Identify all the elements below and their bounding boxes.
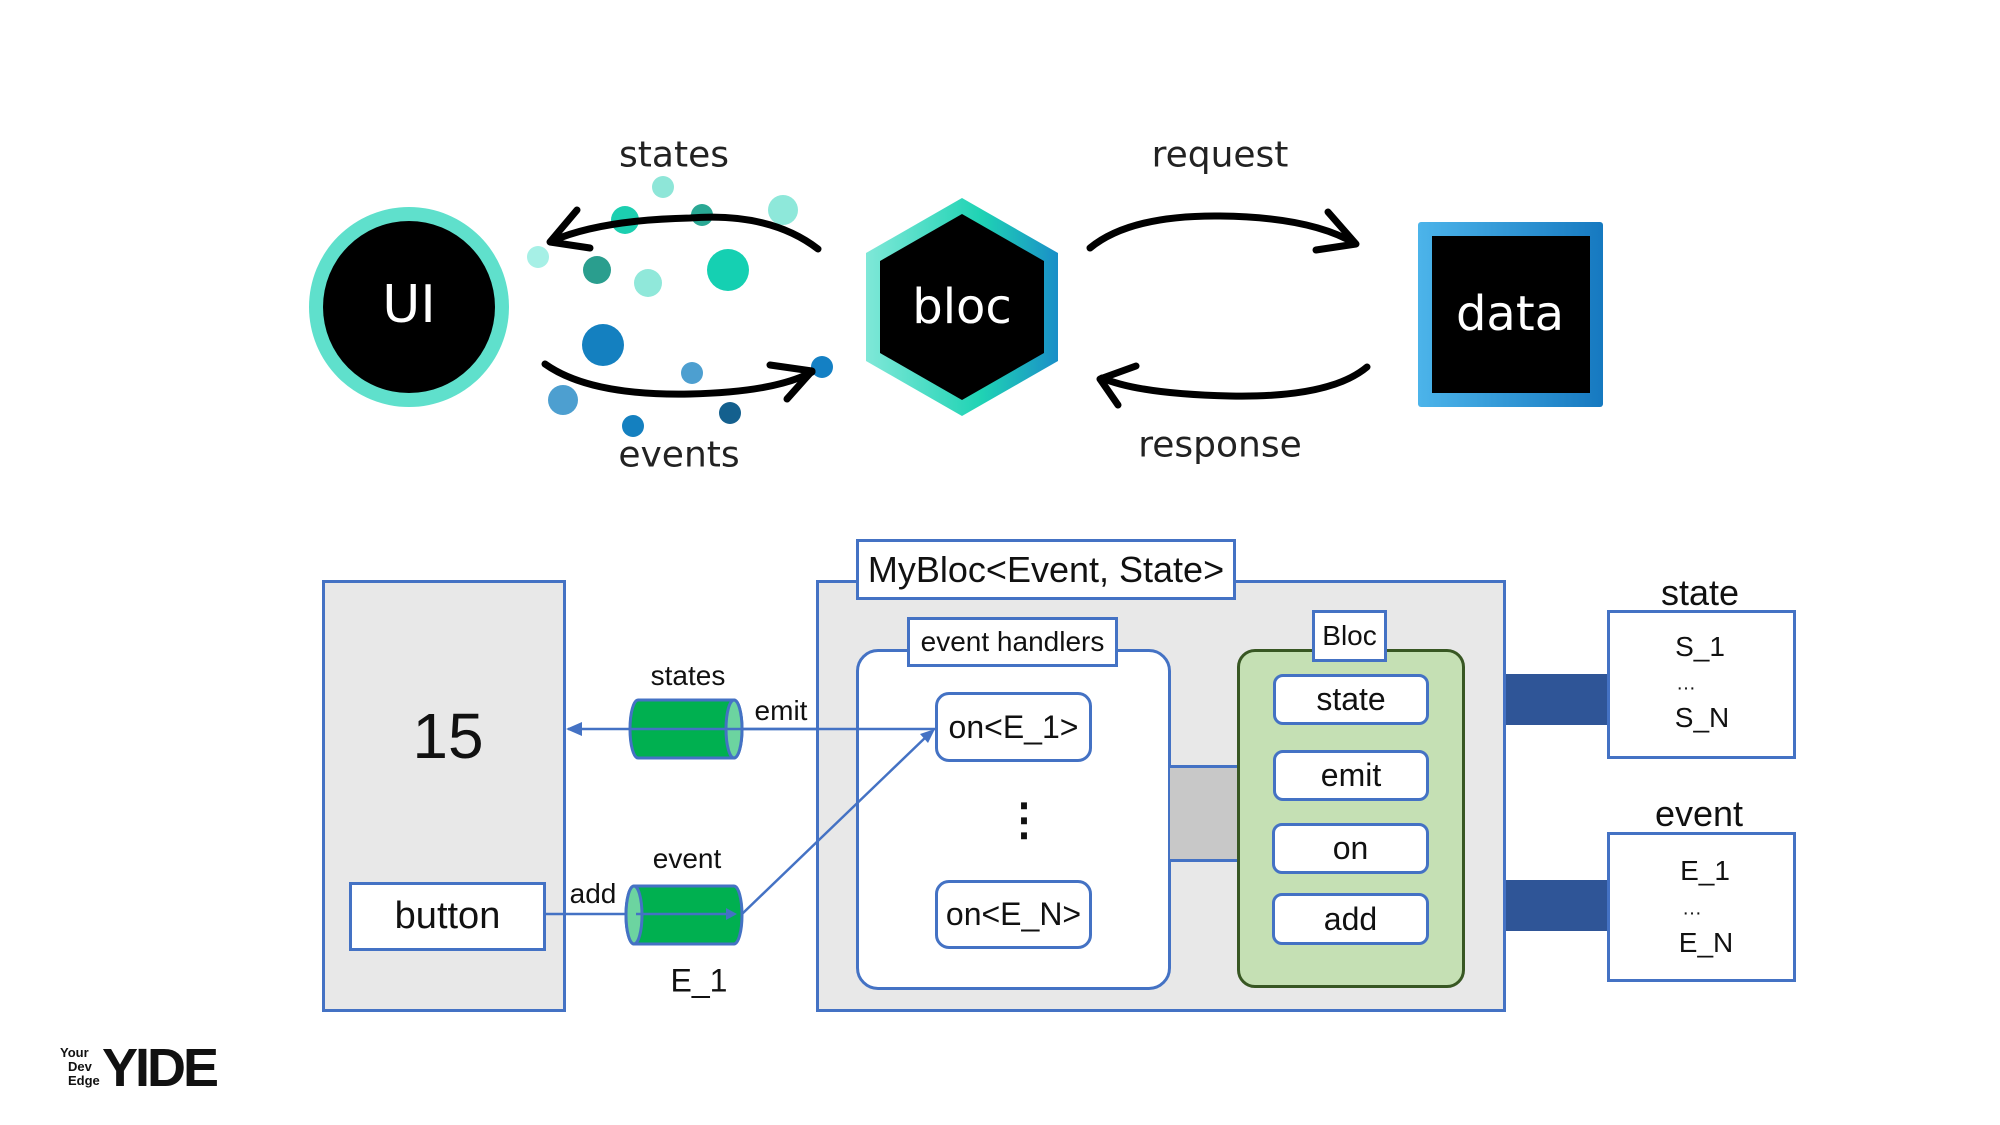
- bloc-flow-diagram: [309, 176, 1603, 437]
- particle: [527, 246, 549, 268]
- events-arrow: [541, 360, 816, 403]
- event-stream-cylinder: [624, 884, 744, 946]
- bloc-member-label: emit: [1320, 757, 1382, 793]
- particle: [583, 256, 611, 284]
- handlers-bloc-connector: [1170, 765, 1238, 862]
- bloc-base-label: Bloc: [1322, 620, 1377, 651]
- request-arrow: [1086, 208, 1360, 254]
- states-arrow: [546, 206, 822, 253]
- particle: [548, 385, 578, 415]
- state-type-item: S_N: [1674, 702, 1730, 733]
- bloc-node-core: [880, 214, 1044, 400]
- particle: [707, 249, 749, 291]
- emit-arrowhead: [566, 722, 582, 736]
- ui-node-label: UI: [382, 275, 436, 335]
- bloc-base-label-box: Bloc: [1312, 610, 1387, 662]
- particle: [681, 362, 703, 384]
- bloc-member-add[interactable]: add: [1272, 893, 1429, 945]
- particle: [811, 356, 833, 378]
- counter-value: 15: [412, 700, 484, 772]
- ui-node: [309, 207, 509, 407]
- state-type-link: [1506, 674, 1608, 725]
- state-types-heading: state: [1660, 572, 1740, 613]
- bloc-member-label: state: [1316, 681, 1386, 717]
- event-types-box: [1607, 832, 1796, 982]
- logo-tagline: Your Dev Edge: [60, 1046, 104, 1088]
- event-type-item: E_N: [1678, 927, 1734, 958]
- bloc-member-on[interactable]: on: [1272, 823, 1429, 874]
- particle: [622, 415, 644, 437]
- bloc-node: [866, 198, 1058, 416]
- events-flow-label: events: [618, 434, 740, 476]
- bloc-member-label: on: [1332, 830, 1369, 866]
- logo-tagline-line: Dev: [68, 1059, 92, 1074]
- logo-wordmark: YIDE: [102, 1038, 219, 1098]
- event-handlers-label: event handlers: [920, 626, 1105, 657]
- event-type-item: …: [1682, 897, 1702, 920]
- response-flow-label: response: [1138, 424, 1302, 466]
- state-types-box: [1607, 610, 1796, 759]
- event-type-link: [1506, 880, 1608, 931]
- yide-logo: Your Dev Edge YIDE: [60, 1040, 220, 1096]
- bloc-member-emit[interactable]: emit: [1273, 750, 1429, 801]
- event-types-heading: event: [1654, 793, 1744, 834]
- event-stream-label: event: [652, 843, 722, 874]
- event-item-label: E_1: [670, 962, 728, 999]
- particle: [768, 195, 798, 225]
- particle: [652, 176, 674, 198]
- states-stream-cylinder: [628, 698, 744, 760]
- particle: [634, 269, 662, 297]
- states-flow-label: states: [619, 134, 729, 176]
- data-node-label: data: [1455, 286, 1565, 342]
- event-type-item: E_1: [1680, 855, 1730, 886]
- handlers-ellipsis: ⋮: [1002, 795, 1046, 845]
- data-node: [1418, 222, 1603, 407]
- states-stream-label: states: [650, 660, 726, 691]
- handler-on-en[interactable]: on<E_N>: [935, 880, 1092, 949]
- ui-node-core: [323, 221, 495, 393]
- handler-label: on<E_1>: [948, 708, 1079, 745]
- event-handlers-label-box: event handlers: [907, 617, 1118, 667]
- mybloc-title-box: MyBloc<Event, State>: [856, 539, 1236, 600]
- logo-tagline-line: Edge: [68, 1073, 100, 1088]
- handler-label: on<E_N>: [945, 896, 1082, 932]
- event-particles: [548, 324, 833, 437]
- request-flow-label: request: [1151, 134, 1289, 176]
- state-type-item: S_1: [1675, 631, 1725, 662]
- mybloc-title: MyBloc<Event, State>: [867, 548, 1225, 590]
- logo-tagline-line: Your: [60, 1045, 89, 1060]
- particle: [719, 402, 741, 424]
- emit-label: emit: [754, 695, 808, 726]
- state-type-item: …: [1676, 672, 1696, 695]
- bloc-member-label: add: [1323, 900, 1378, 937]
- add-label: add: [569, 878, 617, 909]
- response-arrow: [1096, 362, 1371, 409]
- widget-button[interactable]: button: [349, 882, 546, 951]
- widget-button-label: button: [394, 895, 501, 937]
- handler-on-e1[interactable]: on<E_1>: [935, 692, 1092, 762]
- particle: [582, 324, 624, 366]
- data-node-core: [1432, 236, 1590, 393]
- bloc-member-state[interactable]: state: [1273, 674, 1429, 725]
- bloc-node-label: bloc: [912, 279, 1012, 335]
